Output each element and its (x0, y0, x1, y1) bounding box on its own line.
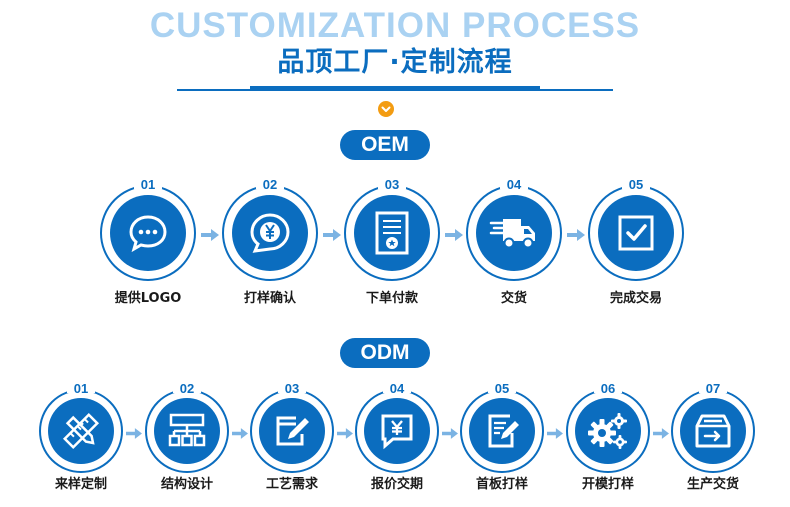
step-label: 下单付款 (365, 291, 418, 306)
step-number: 01 (73, 381, 89, 396)
step-label: 开模打样 (581, 477, 634, 492)
yen-bubble-icon (232, 195, 308, 271)
inbox-icon (680, 398, 746, 464)
step-label: 结构设计 (160, 477, 213, 492)
step-label: 生产交货 (686, 477, 739, 492)
delivery-truck-icon (476, 195, 552, 271)
arrow-right-icon (232, 424, 248, 443)
step-label: 来样定制 (54, 477, 107, 492)
oem-step-4: 04 交货 (466, 177, 562, 307)
arrow-right-icon (126, 424, 142, 443)
step-number: 03 (284, 381, 300, 396)
checkbox-icon (598, 195, 674, 271)
chat-bubble-icon (110, 195, 186, 271)
arrow-right-icon (445, 226, 463, 245)
step-number: 02 (262, 177, 278, 192)
odm-step-2: 02 结构设计 (145, 381, 229, 493)
step-number: 02 (179, 381, 195, 396)
step-number: 03 (384, 177, 400, 192)
arrow-right-icon (442, 424, 458, 443)
page-title: 品顶工厂·定制流程 (277, 47, 513, 78)
step-number: 05 (494, 381, 510, 396)
step-number: 01 (140, 177, 156, 192)
oem-step-3: 03 下单付款 (344, 177, 440, 307)
odm-step-3: 03 工艺需求 (250, 381, 334, 493)
odm-section-pill: ODM (340, 338, 430, 368)
arrow-right-icon (567, 226, 585, 245)
step-label: 交货 (500, 291, 527, 306)
oem-step-1: 01 提供LOGO (100, 177, 196, 307)
oem-step-2: 02 打样确认 (222, 177, 318, 307)
step-label: 提供LOGO (114, 291, 182, 306)
step-number: 06 (600, 381, 616, 396)
pencil-ruler-icon (48, 398, 114, 464)
step-label: 完成交易 (609, 291, 662, 306)
odm-step-4: 04 报价交期 (355, 381, 439, 493)
odm-step-1: 01 来样定制 (39, 381, 123, 493)
odm-step-6: 06 开模打样 (566, 381, 650, 493)
title-underline-bar (250, 86, 540, 91)
step-number: 04 (506, 177, 522, 192)
step-label: 打样确认 (243, 291, 296, 306)
chevron-down-icon (378, 101, 394, 117)
background-title: CUSTOMIZATION PROCESS (149, 6, 641, 45)
step-number: 07 (705, 381, 721, 396)
oem-step-5: 05 完成交易 (588, 177, 684, 307)
arrow-right-icon (337, 424, 353, 443)
edit-card-icon (259, 398, 325, 464)
certificate-icon (354, 195, 430, 271)
gears-icon (575, 398, 641, 464)
oem-section-pill: OEM (340, 130, 430, 160)
odm-step-5: 05 首板打样 (460, 381, 544, 493)
arrow-right-icon (201, 226, 219, 245)
arrow-right-icon (323, 226, 341, 245)
step-label: 报价交期 (370, 477, 423, 492)
yen-quote-icon (364, 398, 430, 464)
odm-step-7: 07 生产交货 (671, 381, 755, 493)
step-number: 04 (389, 381, 405, 396)
step-label: 工艺需求 (265, 477, 318, 492)
step-number: 05 (628, 177, 644, 192)
arrow-right-icon (653, 424, 669, 443)
structure-icon (154, 398, 220, 464)
clipboard-edit-icon (469, 398, 535, 464)
step-label: 首板打样 (475, 477, 528, 492)
arrow-right-icon (547, 424, 563, 443)
